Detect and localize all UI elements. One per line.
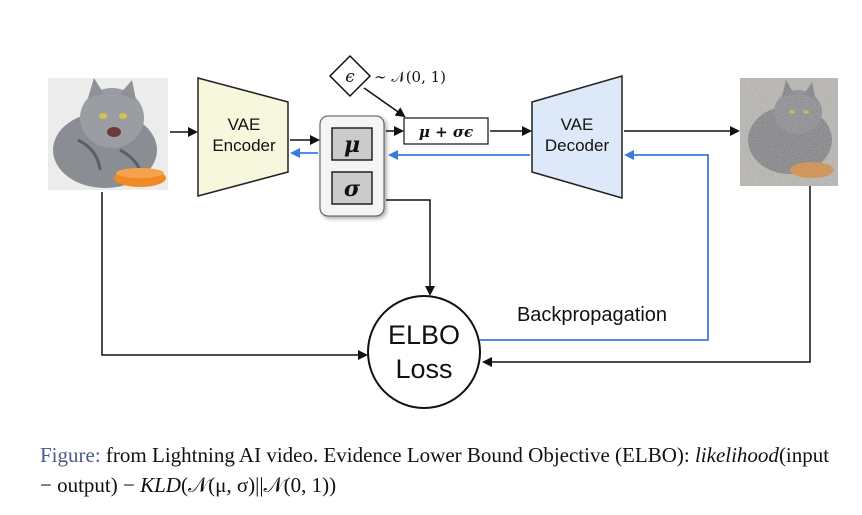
- sigma-box: [331, 171, 373, 205]
- encoder-label-line1: VAE: [228, 115, 261, 134]
- caption-text-3: (𝒩(μ, σ)||𝒩(0, 1)): [180, 473, 337, 497]
- encoder-label-line2: Encoder: [212, 136, 276, 155]
- loss-label-line2: Loss: [395, 354, 452, 384]
- noise-distribution: ∼ 𝒩(0, 1): [374, 68, 446, 86]
- sigma-symbol: σ: [344, 176, 361, 202]
- caption-kld: KLD: [140, 473, 181, 497]
- figure-caption: Figure: from Lightning AI video. Evidenc…: [40, 440, 840, 500]
- arrow-output-to-loss: [482, 186, 811, 367]
- decoder-label-line2: Decoder: [545, 136, 610, 155]
- epsilon-symbol: ϵ: [345, 67, 355, 87]
- vae-encoder: VAE Encoder: [197, 77, 289, 197]
- caption-likelihood: likelihood: [694, 443, 779, 467]
- caption-text-2: (input − output) −: [40, 443, 830, 497]
- mu-box: [331, 127, 373, 161]
- decoder-label-line1: VAE: [561, 115, 594, 134]
- arrow-latent-to-loss: [386, 199, 435, 296]
- backprop-arrows: [290, 148, 709, 341]
- caption-text-1: from Lightning AI video. Evidence Lower …: [100, 443, 695, 467]
- caption-lead: Figure:: [40, 443, 101, 467]
- mu-symbol: μ: [344, 132, 360, 158]
- forward-arrows: [101, 87, 811, 367]
- arrow-input-to-loss: [101, 192, 368, 360]
- arrow-backprop-to-decoder: [480, 150, 709, 341]
- arrow-noise-to-reparam: [363, 87, 406, 118]
- input-cat-image: [48, 78, 168, 190]
- reparameterization-box: μ + σϵ: [403, 117, 489, 145]
- noise-node: ϵ ∼ 𝒩(0, 1): [328, 54, 446, 98]
- reparam-label: μ + σϵ: [419, 123, 473, 141]
- latent-parameters: μ σ: [319, 115, 385, 217]
- backpropagation-label: Backpropagation: [517, 304, 667, 326]
- elbo-loss-node: ELBO Loss: [367, 295, 481, 409]
- loss-label-line1: ELBO: [388, 320, 460, 350]
- output-cat-image: [740, 78, 838, 186]
- vae-decoder: VAE Decoder: [531, 75, 623, 199]
